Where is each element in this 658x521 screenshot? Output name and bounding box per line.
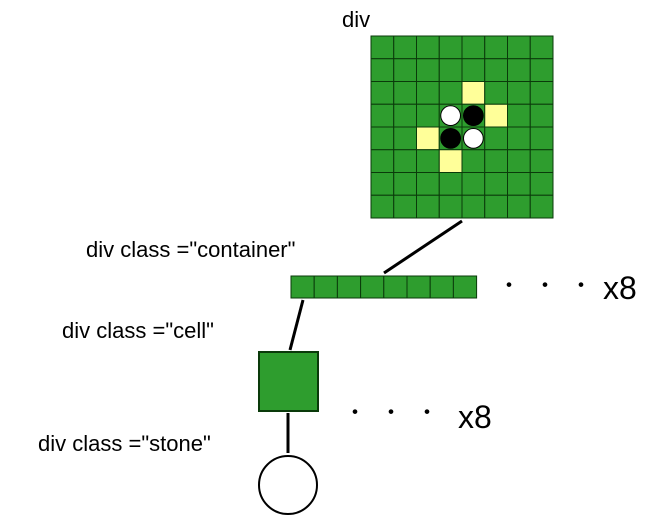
board-cell [507, 35, 531, 60]
board-cell [416, 35, 440, 60]
board-cell [461, 58, 486, 82]
board-cell [461, 194, 486, 219]
board-cell [393, 172, 417, 196]
board-cell [393, 194, 417, 219]
board-hint-cell [438, 149, 463, 173]
board-cell [393, 149, 417, 173]
board-label: div [342, 7, 371, 32]
board-cell [416, 81, 440, 105]
board-cell [370, 35, 395, 60]
board-cell [529, 103, 554, 128]
board-cell [370, 194, 395, 219]
othello-board [370, 35, 554, 219]
board-cell [507, 58, 531, 82]
board-cell [393, 58, 417, 82]
board-cell [529, 81, 554, 105]
board-hint-cell [461, 81, 486, 105]
board-cell [484, 35, 508, 60]
board-cell [370, 81, 395, 105]
board-cell [484, 126, 508, 151]
board-cell [370, 126, 395, 151]
board-cell [438, 194, 463, 219]
board-cell [484, 81, 508, 105]
board-cell [393, 35, 417, 60]
board-cell [529, 35, 554, 60]
board-cell [484, 149, 508, 173]
board-hint-cell [484, 103, 508, 128]
board-cell [507, 149, 531, 173]
board-white-stone [463, 128, 484, 149]
container-row-cell [336, 275, 362, 299]
board-to-container-connector [383, 219, 463, 275]
board-cell [484, 194, 508, 219]
board-cell [529, 194, 554, 219]
board-black-stone [440, 128, 461, 149]
cell-repeat-dots: ・・・ [344, 400, 453, 425]
board-cell [416, 194, 440, 219]
board-hint-cell [416, 126, 440, 151]
board-cell [529, 149, 554, 173]
board-cell [461, 172, 486, 196]
board-cell [507, 126, 531, 151]
container-row-cell [360, 275, 385, 299]
cell-square [258, 351, 319, 412]
board-cell [370, 172, 395, 196]
row-repeat-count: x8 [603, 270, 637, 306]
cell-label: div class ="cell" [62, 318, 214, 343]
stone-label: div class ="stone" [38, 431, 211, 456]
board-cell [416, 149, 440, 173]
container-row-cell [429, 275, 454, 299]
container-label: div class ="container" [86, 237, 296, 262]
container-to-cell-connector [288, 299, 305, 351]
board-cell [529, 172, 554, 196]
board-cell [438, 58, 463, 82]
board-cell [507, 172, 531, 196]
board-cell [393, 126, 417, 151]
board-black-stone [463, 105, 484, 126]
container-row-cell [452, 275, 478, 299]
board-cell [438, 81, 463, 105]
board-cell [370, 103, 395, 128]
board-cell [507, 103, 531, 128]
container-row-cell [383, 275, 408, 299]
board-cell [507, 81, 531, 105]
stone-circle [258, 455, 318, 515]
board-cell [370, 149, 395, 173]
board-cell [438, 172, 463, 196]
board-cell [484, 58, 508, 82]
cell-repeat-count: x8 [458, 399, 492, 435]
board-cell [461, 35, 486, 60]
board-cell [529, 58, 554, 82]
board-cell [438, 35, 463, 60]
board-white-stone [440, 105, 461, 126]
container-row-cell [406, 275, 431, 299]
board-cell [393, 81, 417, 105]
board-cell [416, 103, 440, 128]
container-row [290, 275, 478, 299]
container-row-cell [290, 275, 315, 299]
board-cell [529, 126, 554, 151]
board-cell [370, 58, 395, 82]
container-row-cell [313, 275, 338, 299]
board-cell [393, 103, 417, 128]
board-cell [416, 58, 440, 82]
board-cell [461, 149, 486, 173]
board-cell [484, 172, 508, 196]
board-cell [507, 194, 531, 219]
board-cell [416, 172, 440, 196]
row-repeat-dots: ・・・ [498, 273, 607, 298]
